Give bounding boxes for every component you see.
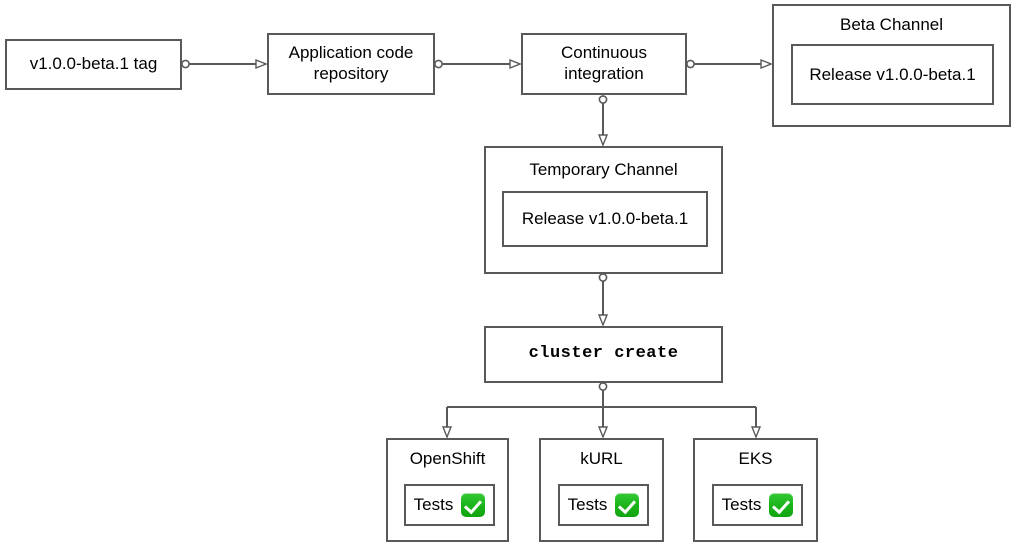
node-application-code-repository-label: Application code repository (288, 43, 414, 83)
node-version-tag-label: v1.0.0-beta.1 tag (29, 54, 158, 74)
target-openshift-tests-label: Tests (413, 495, 454, 514)
node-application-code-repository[interactable]: Application code repository (267, 33, 435, 95)
target-kurl-title: kURL (580, 449, 623, 468)
edge-ci-to-beta-channel (686, 60, 770, 67)
temporary-channel-release-label: Release v1.0.0-beta.1 (521, 209, 689, 228)
target-openshift-title: OpenShift (409, 449, 486, 468)
target-openshift-tests-row: Tests (414, 493, 486, 517)
beta-channel-release-label: Release v1.0.0-beta.1 (809, 64, 976, 84)
container-target-openshift[interactable]: OpenShift Tests (386, 438, 509, 542)
container-target-kurl[interactable]: kURL Tests (539, 438, 664, 542)
beta-channel-release-box[interactable]: Release v1.0.0-beta.1 (791, 44, 994, 105)
target-eks-tests-box[interactable]: Tests (712, 484, 803, 526)
green-check-icon (461, 493, 486, 517)
target-eks-tests-label: Tests (721, 495, 762, 514)
container-beta-channel-title: Beta Channel (839, 15, 944, 34)
target-openshift-tests-box[interactable]: Tests (404, 484, 495, 526)
green-check-icon (615, 493, 640, 517)
container-temporary-channel-title: Temporary Channel (529, 160, 678, 179)
edge-tag-to-repo (181, 60, 265, 67)
green-check-icon (769, 493, 794, 517)
node-cluster-create-label: cluster create (528, 344, 679, 364)
target-kurl-tests-label: Tests (567, 495, 608, 514)
target-eks-title: EKS (738, 449, 773, 468)
container-beta-channel[interactable]: Beta Channel Release v1.0.0-beta.1 (772, 4, 1011, 127)
target-kurl-tests-box[interactable]: Tests (558, 484, 649, 526)
node-version-tag[interactable]: v1.0.0-beta.1 tag (5, 39, 182, 90)
edge-temporary-channel-to-cluster-create (599, 273, 606, 324)
edge-ci-to-temporary-channel (599, 95, 606, 144)
container-target-eks[interactable]: EKS Tests (693, 438, 818, 542)
edge-cluster-create-branch (447, 382, 756, 436)
edge-repo-to-ci (434, 60, 519, 67)
target-kurl-tests-row: Tests (568, 493, 640, 517)
container-temporary-channel[interactable]: Temporary Channel Release v1.0.0-beta.1 (484, 146, 723, 274)
target-eks-tests-row: Tests (722, 493, 794, 517)
temporary-channel-release-box[interactable]: Release v1.0.0-beta.1 (502, 191, 708, 247)
node-continuous-integration-label: Continuous integration (560, 43, 647, 83)
node-cluster-create[interactable]: cluster create (484, 326, 723, 383)
node-continuous-integration[interactable]: Continuous integration (521, 33, 687, 95)
